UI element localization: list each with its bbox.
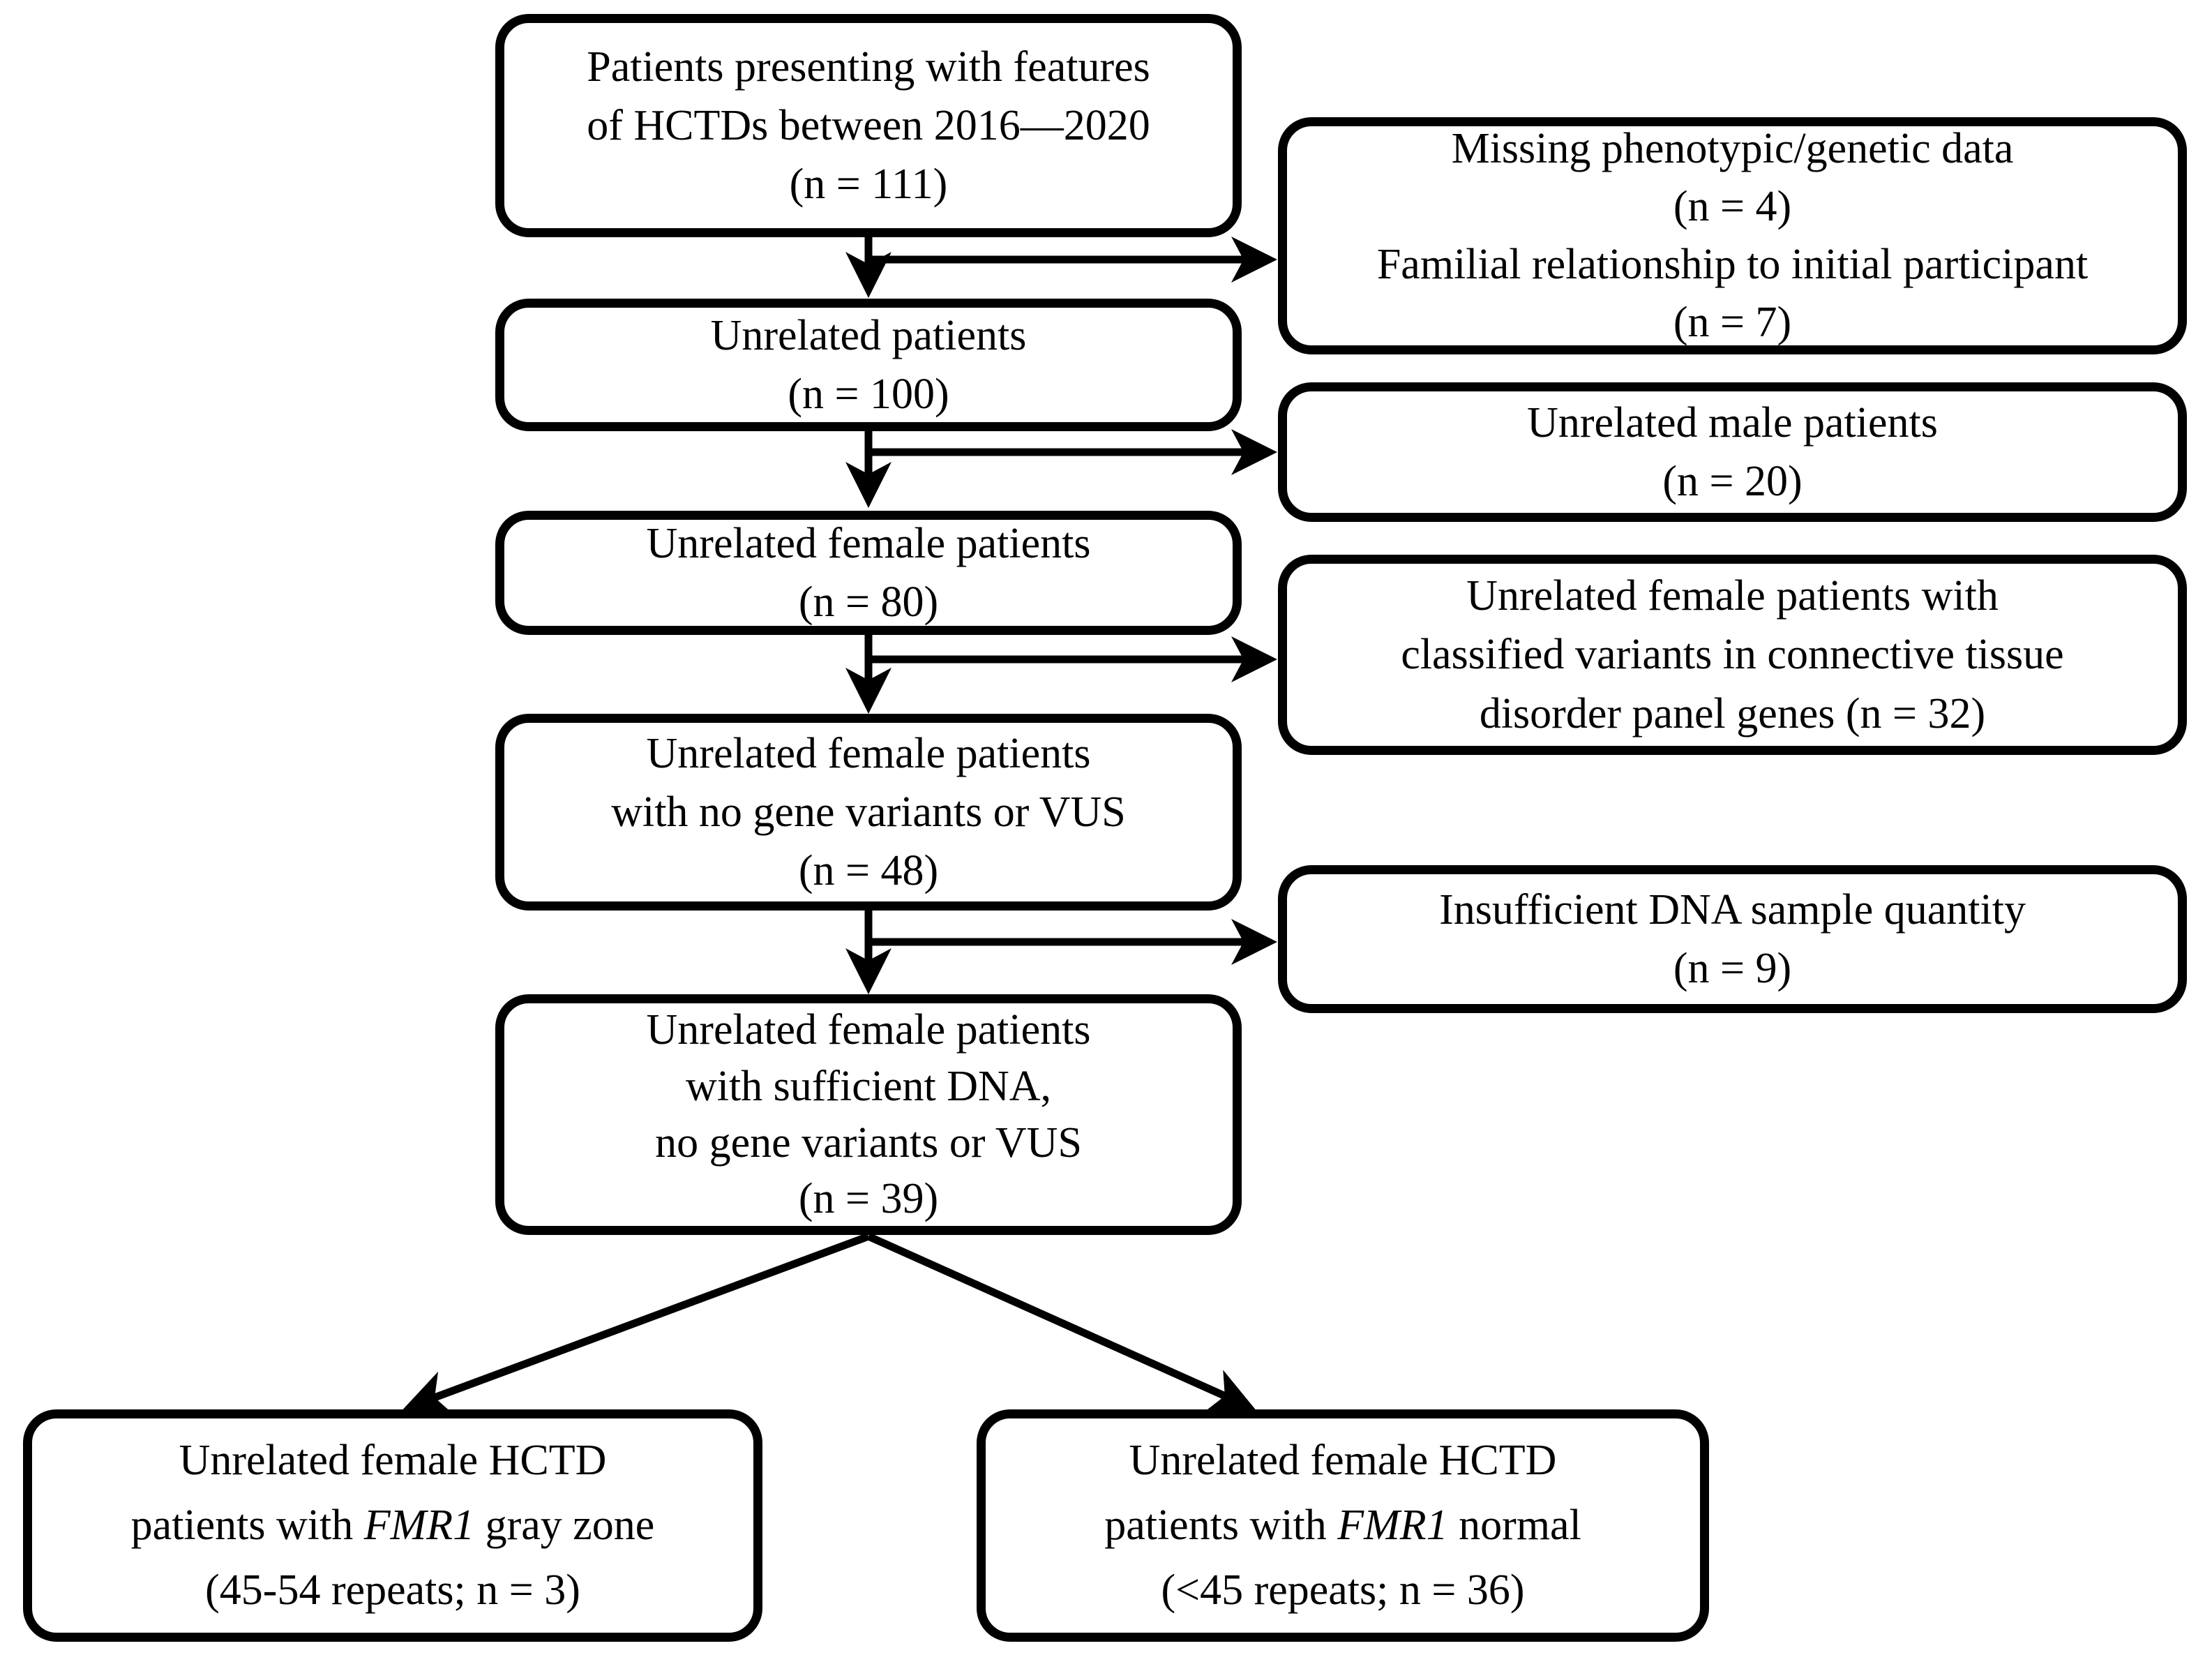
gene-name: FMR1 — [1337, 1502, 1448, 1549]
box-line: patients with FMR1 normal — [1104, 1493, 1581, 1558]
box-line: (n = 39) — [798, 1175, 939, 1223]
box-line: classified variants in connective tissue — [1401, 631, 2064, 679]
exclusion-box-classified-variants: Unrelated female patients with classifie… — [1278, 555, 2187, 755]
box-line: Patients presenting with features — [587, 43, 1150, 91]
box-line: (n = 7) — [1673, 299, 1792, 347]
box-line: of HCTDs between 2016—2020 — [587, 101, 1150, 149]
box-line: (45-54 repeats; n = 3) — [205, 1566, 580, 1614]
box-line: (n = 20) — [1662, 458, 1803, 505]
arrow-diagonal-right-icon — [866, 1232, 1256, 1412]
box-line: Insufficient DNA sample quantity — [1439, 885, 2026, 934]
box-line: (n = 4) — [1673, 182, 1792, 230]
flow-box-screened-patients: Patients presenting with features of HCT… — [495, 14, 1242, 237]
box-line: with no gene variants or VUS — [611, 788, 1126, 836]
box-line-text: patients with — [130, 1502, 364, 1549]
box-line: Unrelated female patients — [646, 519, 1091, 567]
box-line: Unrelated female patients — [646, 1006, 1091, 1054]
box-line: (n = 48) — [798, 847, 939, 895]
box-line: Unrelated female HCTD — [1129, 1437, 1557, 1484]
box-line: Unrelated female HCTD — [179, 1437, 607, 1484]
outcome-box-fmr1-gray-zone: Unrelated female HCTD patients with FMR1… — [23, 1409, 762, 1642]
box-line: with sufficient DNA, — [685, 1062, 1052, 1110]
exclusion-box-insufficient-dna: Insufficient DNA sample quantity (n = 9) — [1278, 865, 2187, 1013]
box-line: (n = 80) — [798, 578, 939, 626]
gene-name: FMR1 — [363, 1502, 475, 1549]
box-line: Unrelated female patients — [646, 729, 1091, 777]
box-line: (n = 100) — [788, 370, 949, 418]
box-line: no gene variants or VUS — [655, 1118, 1082, 1167]
outcome-box-fmr1-normal: Unrelated female HCTD patients with FMR1… — [977, 1409, 1709, 1642]
box-line: Unrelated patients — [710, 311, 1027, 359]
box-line-text: gray zone — [474, 1502, 655, 1549]
box-line: (n = 9) — [1673, 945, 1792, 992]
box-line: (<45 repeats; n = 36) — [1161, 1566, 1525, 1614]
exclusion-box-male-patients: Unrelated male patients (n = 20) — [1278, 382, 2187, 522]
box-line: Unrelated female patients with — [1466, 572, 1999, 620]
flow-box-sufficient-dna: Unrelated female patients with sufficien… — [495, 994, 1242, 1235]
box-line: Missing phenotypic/genetic data — [1451, 124, 2014, 172]
box-line-text: normal — [1447, 1502, 1581, 1549]
box-line-text: patients with — [1104, 1502, 1338, 1549]
flow-box-unrelated-patients: Unrelated patients (n = 100) — [495, 299, 1242, 431]
box-line: patients with FMR1 gray zone — [131, 1493, 655, 1558]
box-line: Unrelated male patients — [1527, 398, 1938, 447]
box-line: (n = 111) — [789, 160, 948, 209]
flow-box-no-variants-vus: Unrelated female patients with no gene v… — [495, 714, 1242, 911]
box-line: disorder panel genes (n = 32) — [1479, 689, 1986, 737]
flow-box-unrelated-female-patients: Unrelated female patients (n = 80) — [495, 511, 1242, 635]
box-line: Familial relationship to initial partici… — [1376, 241, 2089, 288]
exclusion-box-missing-data: Missing phenotypic/genetic data (n = 4) … — [1278, 117, 2187, 354]
arrow-diagonal-left-icon — [402, 1232, 870, 1415]
